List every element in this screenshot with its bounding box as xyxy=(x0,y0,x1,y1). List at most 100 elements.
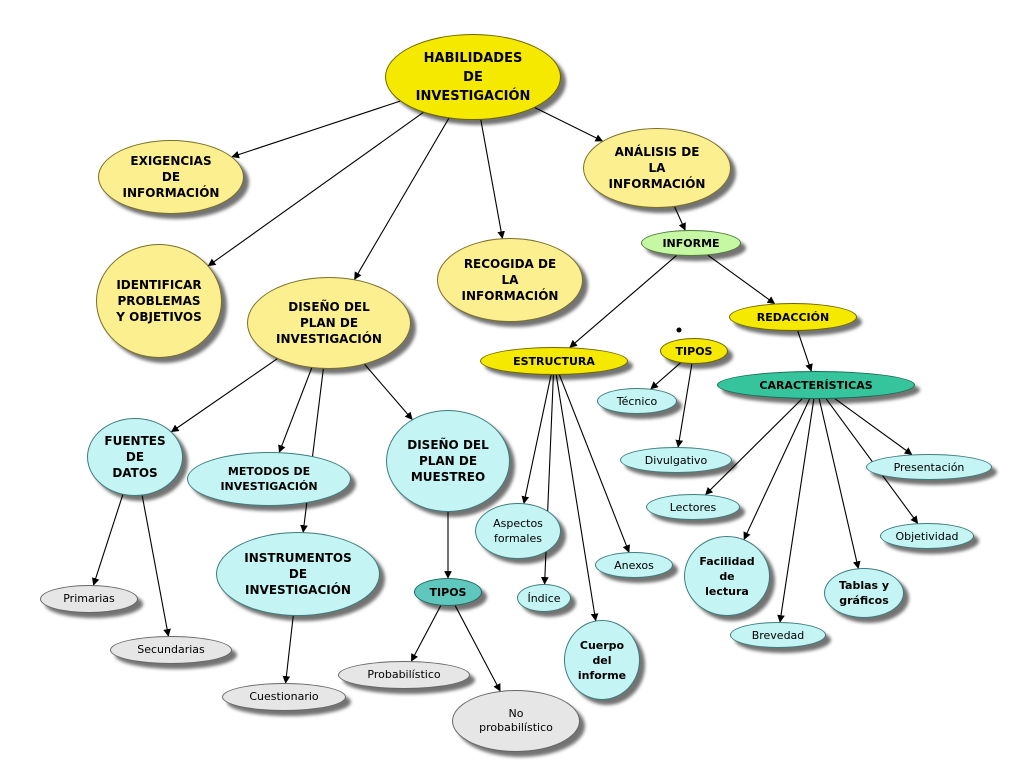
label-line: PLAN DE xyxy=(418,454,478,468)
connector-diseno_plan-diseno_muestreo xyxy=(364,364,413,420)
connector-tipos_muestreo-probabilistico xyxy=(410,605,442,662)
connector-estructura-indice xyxy=(541,374,554,585)
tipos-informe-label: TIPOS xyxy=(676,344,713,359)
label-line: INVESTIGACIÓN xyxy=(245,583,351,597)
label-line: informe xyxy=(577,668,627,682)
tipos-connector-dot xyxy=(676,327,682,333)
label-line: PROBLEMAS xyxy=(117,294,201,308)
node-cuestionario: Cuestionario xyxy=(222,683,346,711)
connector-tipos_informe-divulgativo xyxy=(675,363,693,448)
connector-informe-redaccion xyxy=(707,254,776,305)
objetividad-label: Objetividad xyxy=(895,529,958,544)
connector-diseno_plan-fuentes xyxy=(170,358,278,433)
node-aspectos: Aspectos formales xyxy=(475,503,561,559)
lectores-label: Lectores xyxy=(670,500,717,515)
label-line: DISEÑO DEL xyxy=(288,300,370,314)
caracteristicas-label: CARACTERÍSTICAS xyxy=(759,378,872,393)
label-line: de xyxy=(719,569,735,583)
connector-caracteristicas-facilidad xyxy=(743,398,810,540)
connector-redaccion-caracteristicas xyxy=(797,330,813,372)
label-line: No xyxy=(508,707,524,720)
node-brevedad: Brevedad xyxy=(730,622,826,648)
label-line: TIPOS xyxy=(429,585,467,599)
connector-caracteristicas-brevedad xyxy=(777,398,815,623)
secundarias-label: Secundarias xyxy=(137,643,205,657)
label-line: ANÁLISIS DE xyxy=(614,145,700,159)
label-line: DE xyxy=(161,170,181,184)
label-line: Objetividad xyxy=(895,529,959,543)
node-redaccion: REDACCIÓN xyxy=(729,303,857,331)
label-line: TIPOS xyxy=(675,344,713,358)
node-anexos: Anexos xyxy=(595,552,673,578)
label-line: DE xyxy=(463,69,483,85)
tecnico-label: Técnico xyxy=(617,394,657,409)
connector-instrumentos-cuestionario xyxy=(282,615,294,684)
connector-tipos_muestreo-no_probabilistico xyxy=(454,605,501,692)
label-line: Primarias xyxy=(63,592,115,605)
label-line: del xyxy=(592,653,612,667)
probabilistico-label: Probabilístico xyxy=(367,668,440,682)
label-line: ESTRUCTURA xyxy=(513,354,595,368)
label-line: FUENTES xyxy=(104,434,166,448)
connector-informe-estructura xyxy=(569,255,677,348)
node-primarias: Primarias xyxy=(40,585,138,613)
label-line: EXIGENCIAS xyxy=(130,154,212,168)
connector-root-identificar xyxy=(207,112,424,267)
node-tipos-muestreo: TIPOS xyxy=(414,578,482,606)
label-line: Probabilístico xyxy=(367,668,441,681)
label-line: gráficos xyxy=(839,594,889,607)
brevedad-label: Brevedad xyxy=(752,628,805,643)
node-divulgativo: Divulgativo xyxy=(620,447,732,473)
node-indice: Índice xyxy=(517,584,571,612)
connector-analisis-informe xyxy=(674,206,686,231)
presentacion-label: Presentación xyxy=(894,460,965,475)
divulgativo-label: Divulgativo xyxy=(645,453,707,468)
connector-root-recogida xyxy=(480,119,505,239)
label-line: Anexos xyxy=(614,558,654,572)
label-line: formales xyxy=(494,532,542,545)
connector-fuentes-primarias xyxy=(91,494,124,586)
node-tipos-informe: TIPOS xyxy=(660,338,728,364)
label-line: INVESTIGACIÓN xyxy=(220,480,318,493)
label-line: DISEÑO DEL xyxy=(407,438,489,452)
connector-diseno_plan-instrumentos xyxy=(300,368,324,533)
label-line: RECOGIDA DE xyxy=(463,257,557,271)
informe-label: INFORME xyxy=(662,236,719,251)
label-line: Aspectos xyxy=(493,517,543,530)
connector-root-diseno_plan xyxy=(354,118,450,280)
node-objetividad: Objetividad xyxy=(880,523,974,549)
label-line: Divulgativo xyxy=(644,453,708,467)
estructura-label: ESTRUCTURA xyxy=(513,354,595,369)
node-probabilistico: Probabilístico xyxy=(338,661,470,689)
tipos-muestreo-label: TIPOS xyxy=(430,585,467,600)
connector-caracteristicas-tablas xyxy=(818,398,861,570)
label-line: Y OBJETIVOS xyxy=(116,310,202,324)
label-line: HABILIDADES xyxy=(423,50,523,66)
connector-estructura-cuerpo xyxy=(555,374,599,622)
label-line: Presentación xyxy=(893,460,965,474)
label-line: probabilístico xyxy=(479,721,553,734)
label-line: Secundarias xyxy=(137,643,205,656)
label-line: CARACTERÍSTICAS xyxy=(759,378,873,392)
primarias-label: Primarias xyxy=(63,592,115,606)
label-line: REDACCIÓN xyxy=(756,310,830,324)
label-line: INFORMACIÓN xyxy=(461,289,559,303)
